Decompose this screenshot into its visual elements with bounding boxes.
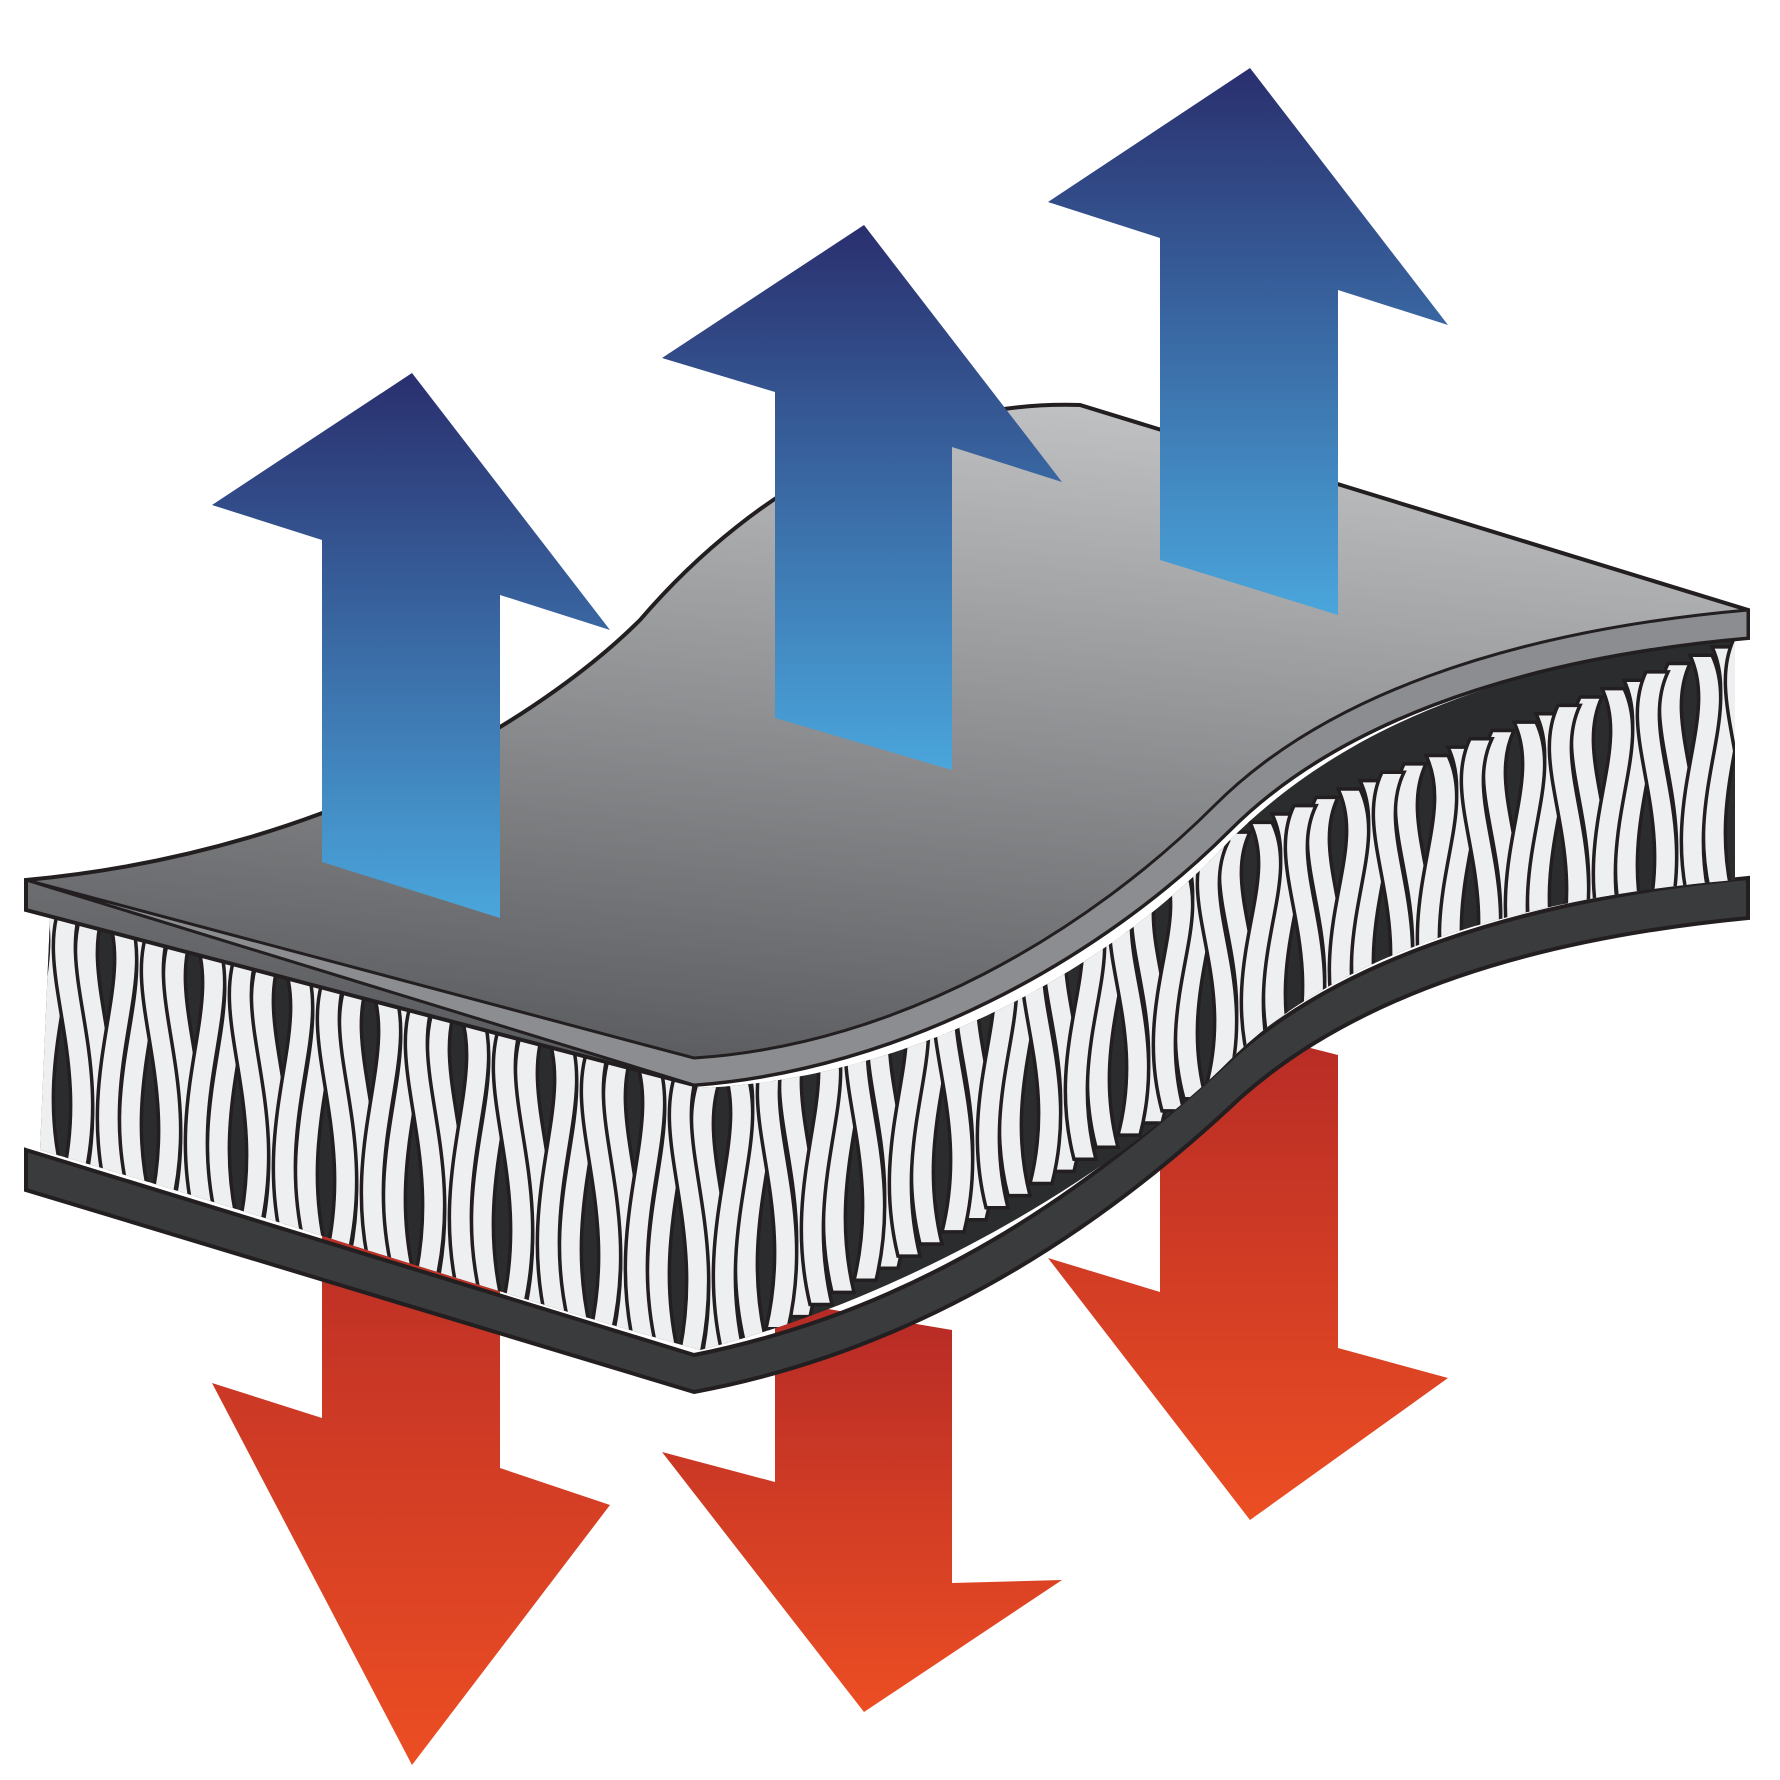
fiber-strand — [799, 1022, 843, 1307]
fiber-strand — [1723, 640, 1735, 896]
fiber-strand — [887, 982, 931, 1258]
inner-liner-layer — [24, 875, 1750, 1395]
vapor-out-arrow — [662, 225, 1062, 770]
heat-in-arrow — [662, 1300, 1062, 1712]
vapor-out-arrow — [1048, 68, 1448, 615]
heat-in-arrows — [212, 1010, 1448, 1765]
fiber-strand — [711, 1063, 755, 1350]
heat-in-arrow — [212, 1150, 610, 1765]
fiber-strand — [1063, 901, 1107, 1162]
fiber-strand — [975, 941, 1019, 1210]
fiber-strand — [843, 1002, 887, 1283]
vapor-out-arrow — [212, 373, 610, 918]
membrane-edge — [25, 608, 1750, 1087]
fiber-strand — [1107, 880, 1151, 1137]
fiber-strand — [667, 1064, 711, 1350]
heat-in-arrow — [1048, 1010, 1448, 1520]
vapor-out-arrows — [212, 68, 1448, 918]
